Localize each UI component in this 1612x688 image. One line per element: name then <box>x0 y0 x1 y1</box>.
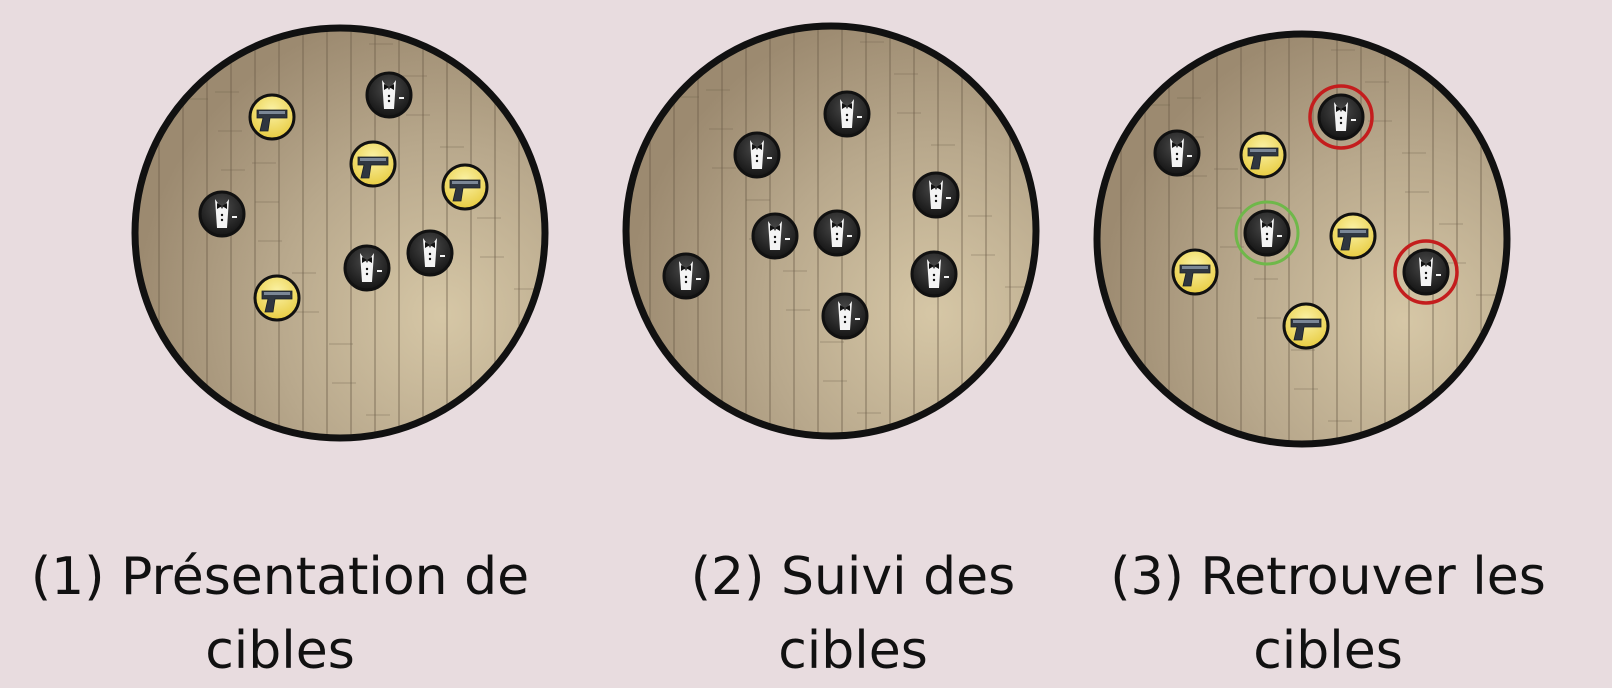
suit-token <box>367 73 411 117</box>
caption-retrieval-line2: cibles <box>1048 614 1608 688</box>
gun-token <box>255 276 299 320</box>
arena-presentation <box>135 28 578 438</box>
gun-token <box>351 142 395 186</box>
gun-token <box>1284 304 1328 348</box>
suit-token <box>753 214 797 258</box>
arena-retrieval <box>1097 34 1540 444</box>
gun-token <box>1173 250 1217 294</box>
caption-presentation-line1: (1) Présentation de <box>0 540 560 614</box>
caption-presentation-line2: cibles <box>0 614 560 688</box>
suit-token <box>345 246 389 290</box>
suit-token <box>664 254 708 298</box>
suit-token <box>823 294 867 338</box>
suit-token <box>1155 131 1199 175</box>
caption-presentation: (1) Présentation de cibles <box>0 540 560 688</box>
suit-token <box>1310 86 1372 148</box>
suit-token <box>815 211 859 255</box>
gun-token <box>1241 133 1285 177</box>
suit-token <box>912 252 956 296</box>
suit-token <box>200 192 244 236</box>
suit-token <box>1236 202 1298 264</box>
suit-token <box>914 173 958 217</box>
caption-retrieval-line1: (3) Retrouver les <box>1048 540 1608 614</box>
gun-token <box>1331 214 1375 258</box>
suit-token <box>735 133 779 177</box>
gun-token <box>443 165 487 209</box>
gun-token <box>250 95 294 139</box>
suit-token <box>1395 241 1457 303</box>
suit-token <box>825 92 869 136</box>
caption-retrieval: (3) Retrouver les cibles <box>1048 540 1608 688</box>
arena-tracking <box>626 26 1069 436</box>
suit-token <box>408 231 452 275</box>
